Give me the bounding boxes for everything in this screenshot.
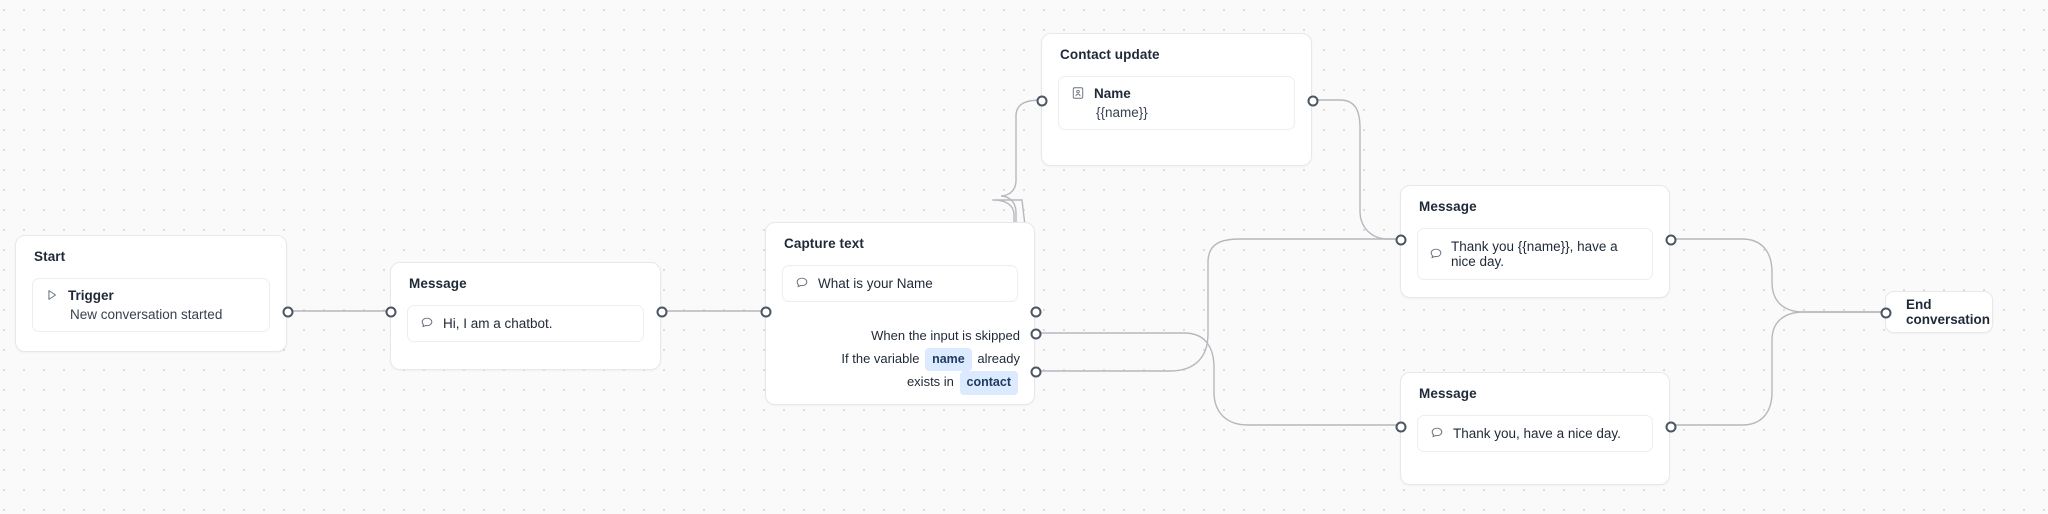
capture-text-condition-exists[interactable]: If the variable name already exists in c…: [805, 348, 1020, 395]
contact-card-icon: [1071, 86, 1085, 100]
node-capture-text-title: Capture text: [784, 236, 864, 251]
capture-text-condition-exists-prefix: If the variable: [841, 351, 920, 367]
port-message-thanks-named-input[interactable]: [1395, 234, 1407, 246]
node-start[interactable]: Start Trigger New conversation started: [15, 235, 294, 352]
port-capture-text-output-main[interactable]: [1030, 306, 1042, 318]
node-end-conversation[interactable]: End conversation: [1880, 291, 1993, 333]
end-conversation-label: End conversation: [1906, 297, 1991, 327]
chat-bubble-icon: [1430, 426, 1444, 440]
port-capture-text-output-exists[interactable]: [1030, 366, 1042, 378]
edge-message-thanks-plain-to-end: [1670, 311, 1885, 426]
chat-bubble-icon: [795, 276, 809, 290]
edge-message-thanks-named-to-end: [1670, 238, 1885, 313]
node-message-thanks-plain[interactable]: Message Thank you, have a nice day.: [1395, 372, 1677, 485]
node-message-greeting-title: Message: [409, 276, 467, 291]
node-message-thanks-named-title: Message: [1419, 199, 1477, 214]
node-contact-update-title: Contact update: [1060, 47, 1160, 62]
play-triangle-icon: [45, 288, 59, 302]
message-thanks-plain-text-card[interactable]: Thank you, have a nice day.: [1417, 414, 1653, 452]
port-message-thanks-plain-input[interactable]: [1395, 421, 1407, 433]
node-contact-update[interactable]: Contact update Name {{name}}: [1036, 33, 1319, 166]
port-message-greeting-input[interactable]: [385, 306, 397, 318]
port-message-greeting-output[interactable]: [656, 306, 668, 318]
port-end-conversation-input[interactable]: [1880, 307, 1892, 319]
start-trigger-label: Trigger: [68, 287, 114, 303]
contact-update-field-value: {{name}}: [1096, 104, 1148, 120]
capture-text-prompt-card[interactable]: What is your Name: [782, 264, 1018, 302]
capture-text-target-pill[interactable]: contact: [959, 371, 1018, 395]
node-start-title: Start: [34, 249, 66, 264]
node-message-thanks-named[interactable]: Message Thank you {{name}}, have a nice …: [1395, 185, 1677, 298]
chat-bubble-icon: [420, 316, 434, 330]
port-contact-update-input[interactable]: [1036, 95, 1048, 107]
node-message-greeting[interactable]: Message Hi, I am a chatbot.: [385, 262, 668, 370]
node-capture-text[interactable]: Capture text What is your Name When the …: [760, 222, 1042, 405]
capture-text-variable-pill[interactable]: name: [925, 348, 972, 372]
contact-update-field-label: Name: [1094, 85, 1131, 101]
node-message-thanks-plain-title: Message: [1419, 386, 1477, 401]
port-contact-update-output[interactable]: [1307, 95, 1319, 107]
message-greeting-text: Hi, I am a chatbot.: [443, 315, 553, 331]
message-thanks-plain-text: Thank you, have a nice day.: [1453, 425, 1621, 441]
start-trigger-value: New conversation started: [70, 306, 223, 322]
capture-text-condition-skipped-label: When the input is skipped: [871, 328, 1020, 343]
contact-update-field-card[interactable]: Name {{name}}: [1058, 75, 1295, 130]
port-capture-text-output-skipped[interactable]: [1030, 328, 1042, 340]
edge-capture-text-skipped-to-message-thanks-plain: [1035, 332, 1400, 426]
chat-bubble-icon: [1429, 247, 1443, 261]
port-message-thanks-named-output[interactable]: [1665, 234, 1677, 246]
port-message-thanks-plain-output[interactable]: [1665, 421, 1677, 433]
port-start-output[interactable]: [282, 306, 294, 318]
capture-text-condition-skipped[interactable]: When the input is skipped: [871, 326, 1020, 346]
start-trigger-card[interactable]: Trigger New conversation started: [32, 277, 270, 332]
capture-text-condition-exists-middle: already exists in: [906, 351, 1020, 390]
message-greeting-text-card[interactable]: Hi, I am a chatbot.: [407, 304, 644, 342]
capture-text-prompt: What is your Name: [818, 275, 933, 291]
edge-capture-text-exists-to-message-thanks-named: [1035, 238, 1400, 372]
message-thanks-named-text: Thank you {{name}}, have a nice day.: [1451, 238, 1618, 269]
edge-contact-update-to-message-thanks-named: [1312, 99, 1400, 240]
port-capture-text-input[interactable]: [760, 306, 772, 318]
message-thanks-named-text-card[interactable]: Thank you {{name}}, have a nice day.: [1417, 227, 1653, 280]
